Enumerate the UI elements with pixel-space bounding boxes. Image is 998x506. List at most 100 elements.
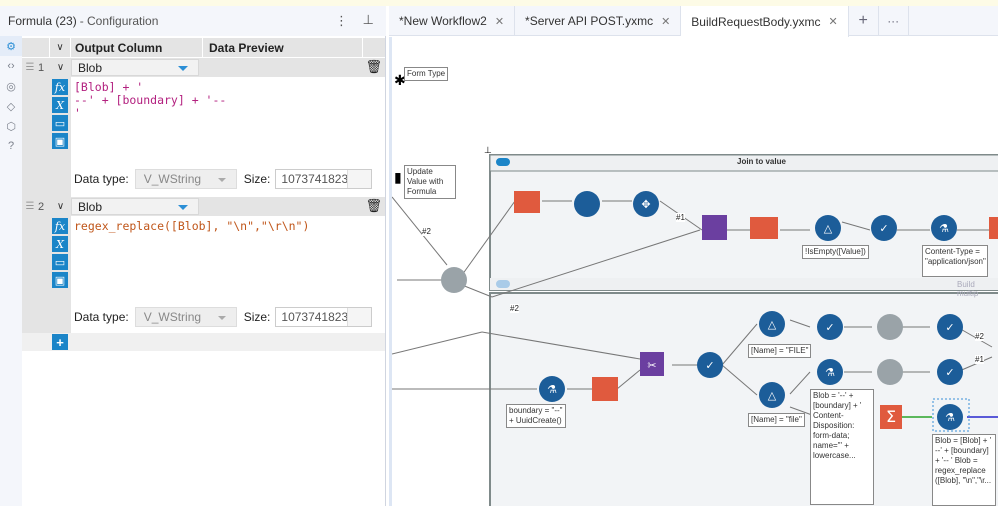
header-data-preview: Data Preview — [203, 38, 363, 57]
fx-icon[interactable]: fx — [52, 79, 68, 95]
workflow-canvas[interactable]: △ ✓ ⚗ △ △ ✓ ✓ ✓ ✓ ⚗ ⚗ ⚗ Σ ✂ ✥ ✱ ▮ ⊥ Join… — [389, 37, 998, 506]
tool-dynamic-rename[interactable] — [514, 191, 540, 213]
output-column-select[interactable]: Blob — [71, 59, 199, 76]
tool-blob-convert[interactable] — [877, 359, 903, 385]
kebab-icon[interactable]: ⋮ — [335, 13, 348, 28]
selected-tool-outline — [932, 398, 970, 432]
close-icon[interactable]: ✕ — [494, 15, 505, 28]
add-tab-button[interactable]: + — [849, 6, 879, 35]
trash-icon[interactable]: 🗑 — [365, 59, 382, 74]
save-icon[interactable]: ▣ — [52, 272, 68, 288]
add-expression-button[interactable]: + — [52, 334, 68, 350]
tool-filter-file-upper[interactable] — [759, 311, 785, 337]
tool-macro-input[interactable] — [441, 267, 467, 293]
tool-summarize[interactable] — [880, 405, 902, 429]
trash-icon[interactable]: 🗑 — [365, 198, 382, 213]
transpose-icon: ✥ — [641, 198, 650, 211]
expression-code[interactable]: regex_replace([Blob], "\n","\r\n") — [74, 219, 310, 233]
open-folder-icon[interactable]: ▭ — [52, 254, 68, 270]
dropdown-caret-icon — [178, 205, 188, 210]
close-icon[interactable]: ✕ — [828, 16, 838, 28]
collapse-all-chevron-icon[interactable]: ∨ — [50, 38, 71, 57]
tool-filter[interactable] — [815, 215, 841, 241]
filter-icon: △ — [768, 389, 777, 402]
cube-icon[interactable]: ⬡ — [6, 120, 16, 133]
form-type-icon: ✱ — [394, 72, 406, 88]
tool-select-3[interactable] — [817, 314, 843, 340]
annotation-is-empty: !IsEmpty([Value]) — [802, 245, 869, 259]
expression-editor: fx X ▭ ▣ regex_replace([Blob], "\n","\r\… — [22, 216, 385, 333]
chevron-down-icon[interactable]: ∨ — [56, 62, 65, 73]
variable-icon[interactable]: X — [52, 236, 68, 252]
connection-label: #1 — [676, 213, 685, 222]
tool-blob-input[interactable] — [877, 314, 903, 340]
tool-select-2[interactable] — [697, 352, 723, 378]
chevron-down-icon[interactable]: ∨ — [56, 201, 65, 212]
tool-transpose[interactable] — [633, 191, 659, 217]
tool-formula-2[interactable] — [817, 359, 843, 385]
container-build-multipart — [489, 292, 998, 506]
update-value-icon: ▮ — [394, 169, 402, 185]
navigate-icon[interactable]: ◎ — [6, 80, 16, 93]
container-icon: ⊥ — [484, 145, 492, 155]
tool-formula-boundary[interactable] — [539, 376, 565, 402]
open-folder-icon[interactable]: ▭ — [52, 115, 68, 131]
fx-icon[interactable]: fx — [52, 218, 68, 234]
annotation-form-type: Form Type — [404, 67, 449, 81]
container-join-to-value — [489, 154, 998, 291]
flask-icon: ⚗ — [547, 383, 557, 396]
close-icon[interactable]: ✕ — [661, 15, 671, 28]
tool-formula-23[interactable] — [937, 404, 963, 430]
container-toggle[interactable] — [496, 158, 510, 166]
size-spinner[interactable] — [347, 308, 372, 326]
check-icon: ✓ — [879, 222, 888, 235]
tool-crosstab[interactable] — [750, 217, 778, 239]
size-input[interactable]: 1073741823 — [275, 307, 373, 327]
tool-record-id[interactable] — [574, 191, 600, 217]
connections — [392, 196, 993, 416]
annotation-blob-final: Blob = [Blob] + ' --' + [boundary] + '--… — [932, 434, 996, 506]
output-column-select[interactable]: Blob — [71, 198, 199, 215]
size-input[interactable]: 1073741823 — [275, 169, 373, 189]
dropdown-caret-icon — [178, 66, 188, 71]
add-expression-row: + — [22, 333, 385, 351]
drag-handle-icon[interactable]: ☰ — [25, 201, 35, 212]
size-spinner[interactable] — [347, 170, 372, 188]
tool-append-fields[interactable] — [640, 352, 664, 376]
code-icon[interactable]: ‹› — [7, 60, 15, 72]
tool-select-5[interactable] — [937, 359, 963, 385]
size-label: Size: — [243, 172, 271, 186]
data-type-select[interactable]: V_WString — [134, 307, 237, 327]
tool-select-4[interactable] — [937, 314, 963, 340]
data-type-row: Data type: V_WString Size: 1073741823 — [74, 307, 373, 327]
container-toggle[interactable] — [496, 280, 510, 288]
expression-code[interactable]: [Blob] + ' --' + [boundary] + '-- ' — [74, 80, 227, 120]
tool-crosstab-2[interactable] — [592, 377, 618, 401]
save-icon[interactable]: ▣ — [52, 133, 68, 149]
expression-editor: fx X ▭ ▣ [Blob] + ' --' + [boundary] + '… — [22, 77, 385, 197]
tab-server-api-post[interactable]: *Server API POST.yxmc✕ — [515, 6, 682, 36]
gear-icon[interactable]: ⚙ — [0, 36, 22, 56]
pin-icon[interactable]: ⊥ — [362, 12, 374, 27]
tool-filter-file-lower[interactable] — [759, 382, 785, 408]
connection-label: #2 — [510, 304, 519, 313]
data-type-select[interactable]: V_WString — [134, 169, 237, 189]
drag-handle-icon[interactable]: ☰ — [25, 62, 35, 73]
tab-new-workflow2[interactable]: *New Workflow2✕ — [389, 6, 516, 36]
check-icon: ✓ — [825, 321, 834, 334]
tag-icon[interactable]: ◇ — [6, 100, 16, 113]
tab-build-request-body[interactable]: BuildRequestBody.yxmc✕ — [681, 6, 849, 37]
tool-formula[interactable] — [931, 215, 957, 241]
variable-icon[interactable]: X — [52, 97, 68, 113]
more-tabs-button[interactable]: ··· — [879, 6, 909, 35]
workflow-diagram: △ ✓ ⚗ △ △ ✓ ✓ ✓ ✓ ⚗ ⚗ ⚗ Σ ✂ ✥ ✱ ▮ ⊥ — [392, 72, 998, 506]
connection-label: #1 — [975, 355, 984, 364]
expression-toolbar: fx X ▭ ▣ — [50, 216, 71, 333]
config-subtitle: - Configuration — [79, 14, 159, 28]
filter-icon: △ — [824, 222, 833, 235]
tool-select[interactable] — [871, 215, 897, 241]
help-icon[interactable]: ? — [7, 140, 15, 152]
row-index: 1 — [38, 61, 45, 74]
top-strip — [0, 0, 998, 6]
tool-join[interactable] — [702, 215, 727, 240]
